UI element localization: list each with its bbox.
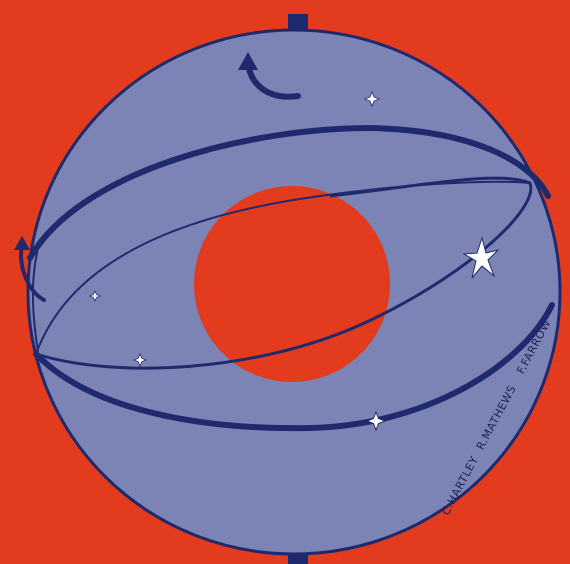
- celestial-sphere-illustration: C.HARTLEY R.MATHEWS F.FARROW: [0, 0, 570, 564]
- sphere-drawing: C.HARTLEY R.MATHEWS F.FARROW: [0, 0, 570, 564]
